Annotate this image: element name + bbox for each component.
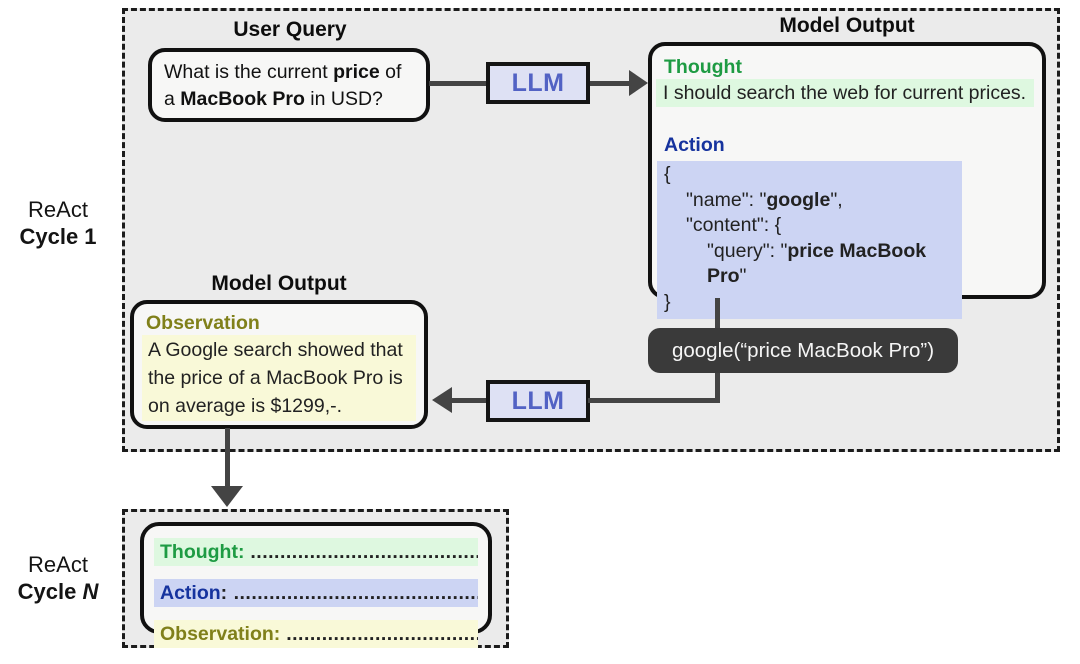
code-line: { [664,163,671,185]
code-line: } [664,290,671,313]
tool-call-text: google(“price MacBook Pro”) [671,338,935,362]
cycle-n-symbol: N [82,579,99,604]
cycleN-action-row: Action: ................................… [154,579,480,614]
user-query-title: User Query [233,18,347,41]
cycleN-label-line2: Cycle N [17,579,99,604]
code-line: "name": "google", [686,188,843,211]
model-output-bottom-box: Observation A Google search showed that … [130,300,428,429]
connector-tool-to-llm [588,398,720,403]
thought-label: Thought [664,56,742,78]
code-line: "query": "price MacBook Pro" [707,239,927,288]
cycleN-action-label: Action [160,582,221,604]
cycleN-thought-row: Thought: ...............................… [154,538,480,573]
observation-text: A Google search showed that the price of… [142,335,416,421]
user-query-price: price [333,61,380,83]
cycle1-label-line1: ReAct [28,197,88,222]
user-query-box: What is the current price of a MacBook P… [148,48,430,122]
cycleN-observation-row: Observation: ...........................… [154,620,480,655]
cycleN-summary-box: Thought: ...............................… [140,522,492,648]
llm-label: LLM [511,386,565,415]
arrowhead-down-icon [211,486,243,507]
model-output-bottom-title: Model Output [211,272,347,295]
observation-label: Observation [146,312,260,334]
code-tool-name: google [766,188,831,211]
cycleN-label: ReAct Cycle N [6,551,110,605]
thought-dots: ........................................… [250,541,478,563]
tool-call-pill: google(“price MacBook Pro”) [648,328,958,373]
cycle1-label: ReAct Cycle 1 [6,196,110,250]
action-label: Action [664,134,725,156]
model-output-top-box: Thought I should search the web for curr… [648,42,1046,319]
action-dots: ........................................… [233,582,478,604]
code-query-value: price MacBook Pro [707,239,927,288]
model-output-top-title: Model Output [779,14,915,37]
connector-llm-to-observation [451,398,486,403]
arrowhead-left-icon [432,387,452,413]
llm-box-top: LLM [486,62,590,104]
cycle1-label-line2: Cycle 1 [19,224,97,249]
connector-cycle1-to-cycleN [225,428,230,488]
cycleN-observation-label: Observation: [160,623,281,645]
code-line: "content": { [686,214,782,236]
user-query-text: What is the current [164,61,334,83]
llm-box-bottom: LLM [486,380,590,422]
connector-query-to-llm [429,81,486,86]
user-query-macbook: MacBook Pro [180,88,305,110]
cycleN-thought-label: Thought: [160,541,245,563]
observation-dots: ....................................... [286,623,478,645]
arrowhead-right-icon [629,70,648,96]
llm-label: LLM [511,68,565,97]
cycleN-label-line1: ReAct [28,552,88,577]
action-code-block: { "name": "google", "content": { "query"… [657,161,962,319]
connector-llm-to-output [590,81,631,86]
thought-text: I should search the web for current pric… [656,79,1034,107]
